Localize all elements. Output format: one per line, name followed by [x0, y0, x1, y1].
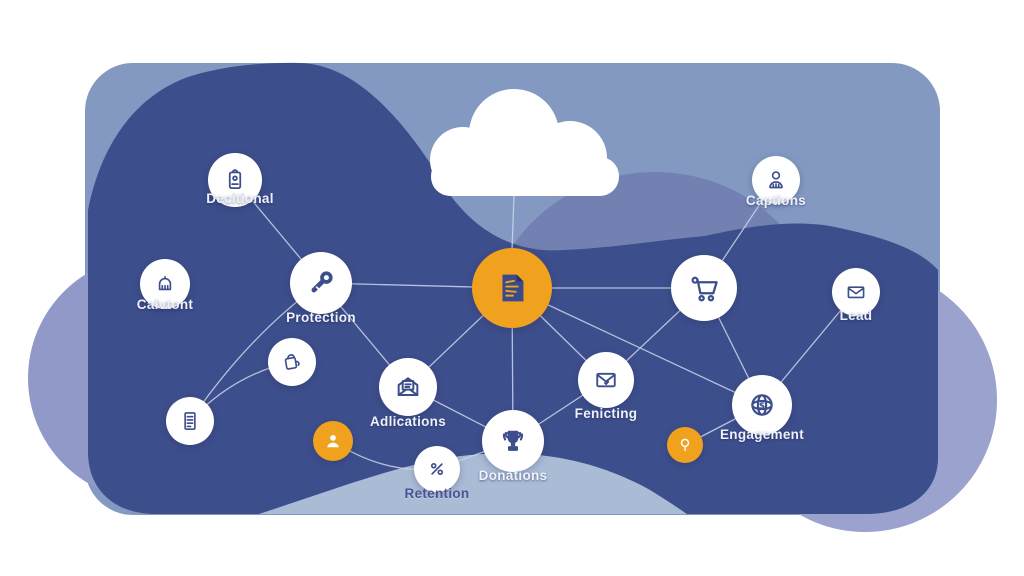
node-protection	[290, 252, 352, 314]
document-icon	[502, 274, 524, 302]
node-lead	[832, 268, 880, 316]
node-applications	[379, 358, 437, 416]
trophy-icon	[502, 430, 524, 451]
node-predicting	[578, 352, 634, 408]
central-hub-node	[472, 248, 552, 328]
key-icon	[311, 271, 333, 293]
badge-icon	[228, 169, 242, 190]
bag-handle-icon	[284, 354, 300, 370]
open-mail-icon	[397, 377, 419, 396]
cloud-icon	[430, 89, 619, 196]
node-label-protection: Protection	[286, 310, 356, 325]
bag-icon	[158, 276, 172, 291]
node-retention	[414, 446, 460, 492]
node-cart	[671, 255, 737, 321]
person-icon	[327, 435, 339, 448]
node-label-decisional: Decitional	[206, 191, 274, 206]
light-hill	[240, 453, 695, 514]
node-label-donations: Donations	[478, 468, 548, 483]
person-icon	[769, 171, 783, 189]
svg-text:$: $	[759, 400, 765, 411]
node-content	[140, 259, 190, 309]
globe-dollar-icon: $	[751, 394, 773, 416]
node-label-content: Calvtont	[136, 297, 194, 312]
node-label-applications: Adlications	[369, 414, 447, 429]
magnifier-pin-icon	[680, 438, 690, 452]
shopping-cart-icon	[691, 276, 718, 302]
node-label-retention: Retention	[404, 486, 470, 501]
node-label-engagement: Engagement	[719, 427, 805, 442]
node-captions	[752, 156, 800, 204]
node-user-orange	[313, 421, 353, 461]
node-label-predicting: Fenicting	[574, 406, 638, 421]
node-orders	[268, 338, 316, 386]
node-decisional	[208, 153, 262, 207]
envelope-icon	[847, 286, 865, 299]
percent-tag-icon	[430, 462, 444, 476]
node-label-lead: Lead	[839, 308, 873, 323]
node-search-orange	[667, 427, 703, 463]
envelope-check-icon	[596, 372, 616, 388]
node-donations	[482, 410, 544, 472]
node-engagement: $	[732, 375, 792, 435]
document-lines-icon	[184, 412, 196, 430]
node-notes	[166, 397, 214, 445]
node-label-captions: Captions	[745, 193, 807, 208]
